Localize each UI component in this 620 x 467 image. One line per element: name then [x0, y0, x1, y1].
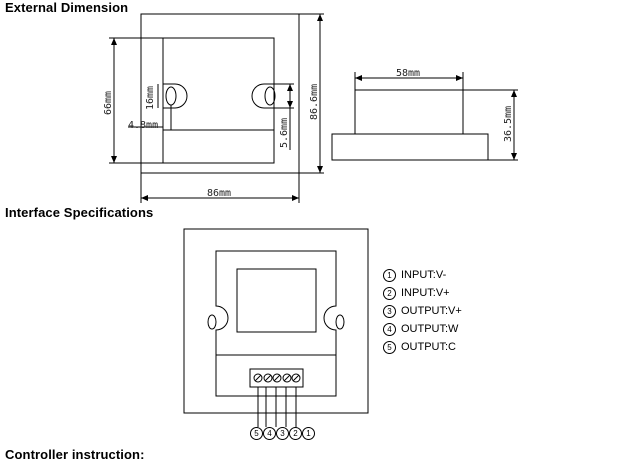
terminal-order-badge: 4: [263, 427, 276, 440]
terminal-order-labels: 5 4 3 2 1: [250, 427, 315, 440]
terminal-number-badge: 1: [383, 268, 396, 282]
terminal-number-badge: 2: [383, 286, 396, 300]
interface-outer-plate: [183, 228, 369, 414]
dim-4-8mm: 4.8mm: [128, 120, 158, 131]
terminal-number-badge: 5: [383, 340, 396, 354]
terminal-label: OUTPUT:C: [401, 341, 456, 353]
terminal-label: OUTPUT:V+: [401, 305, 462, 317]
terminal-order-badge: 2: [289, 427, 302, 440]
interface-specifications-heading: Interface Specifications: [5, 205, 154, 220]
dim-16mm: 16mm: [145, 86, 156, 110]
legend-item: 3 OUTPUT:V+: [383, 302, 462, 320]
interface-module-outline: [215, 250, 337, 397]
legend-item: 5 OUTPUT:C: [383, 338, 462, 356]
terminal-label: OUTPUT:W: [401, 323, 459, 335]
side-body: [354, 89, 464, 135]
external-dimension-heading: External Dimension: [5, 0, 129, 15]
dim-66mm: 66mm: [103, 91, 114, 115]
dim-86-6mm: 86.6mm: [309, 84, 320, 120]
dim-58mm: 58mm: [396, 68, 420, 79]
left-mounting-ear: [163, 83, 188, 109]
terminal-number-badge: 4: [383, 322, 396, 336]
terminal-label: INPUT:V-: [401, 269, 447, 281]
interface-display-window: [236, 268, 317, 333]
side-base: [331, 133, 489, 161]
terminal-legend: 1 INPUT:V- 2 INPUT:V+ 3 OUTPUT:V+ 4 OUTPUT:W…: [383, 266, 462, 356]
terminal-label: INPUT:V+: [401, 287, 450, 299]
front-outer-plate: [140, 13, 300, 174]
terminal-order-badge: 3: [276, 427, 289, 440]
terminal-number-badge: 3: [383, 304, 396, 318]
right-mounting-ear: [251, 83, 274, 109]
dim-86mm: 86mm: [207, 188, 231, 199]
dim-5-6mm: 5.6mm: [279, 118, 290, 148]
legend-item: 2 INPUT:V+: [383, 284, 462, 302]
terminal-order-badge: 5: [250, 427, 263, 440]
controller-instruction-heading: Controller instruction:: [5, 447, 145, 462]
front-inner-frame: [162, 37, 275, 164]
terminal-order-badge: 1: [302, 427, 315, 440]
legend-item: 4 OUTPUT:W: [383, 320, 462, 338]
dim-36-5mm: 36.5mm: [503, 106, 514, 142]
legend-item: 1 INPUT:V-: [383, 266, 462, 284]
